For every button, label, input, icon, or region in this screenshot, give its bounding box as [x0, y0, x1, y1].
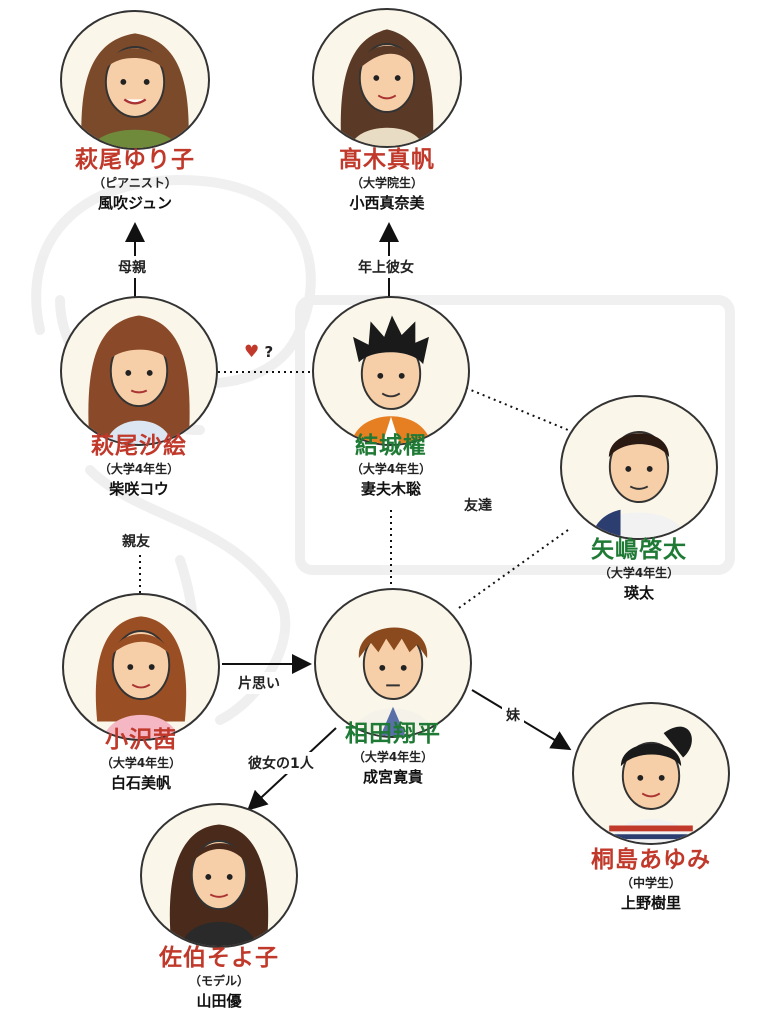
edge-label-older-girlfriend: 年上彼女 — [354, 256, 418, 278]
portrait-sae — [60, 296, 218, 446]
character-shohei: 相田翔平 （大学4年生） 成宮寛貴 — [293, 720, 493, 788]
edge-label-friends: 友達 — [460, 494, 496, 516]
portrait-ayumi — [572, 702, 730, 845]
character-hikaru: 結城櫂 （大学4年生） 妻夫木聡 — [291, 432, 491, 500]
portrait-keita — [560, 395, 718, 540]
character-soyoko: 佐伯そよ子 （モデル） 山田優 — [119, 944, 319, 1012]
character-akane: 小沢茜 （大学4年生） 白石美帆 — [41, 726, 241, 794]
character-name: 相田翔平 — [345, 721, 441, 747]
edge-label-sister: 妹 — [502, 704, 524, 726]
character-name: 桐島あゆみ — [591, 847, 711, 873]
character-role: （中学生） — [620, 876, 681, 890]
character-role: （大学4年生） — [352, 750, 434, 764]
character-role: （大学4年生） — [598, 566, 680, 580]
character-actor: 妻夫木聡 — [360, 480, 421, 498]
character-yuriko: 萩尾ゆり子 （ピアニスト） 風吹ジュン — [35, 146, 235, 214]
edge-label-mother: 母親 — [114, 256, 150, 278]
character-name: 矢嶋啓太 — [591, 537, 687, 563]
edge-label-unrequited: 片思い — [234, 672, 284, 694]
woman-avatar-icon — [340, 29, 434, 146]
edge-keita-shohei — [455, 529, 569, 611]
heart-question: ♥ ? — [244, 342, 273, 362]
portrait-yuriko — [60, 10, 210, 150]
character-actor: 上野樹里 — [620, 894, 681, 912]
character-keita: 矢嶋啓太 （大学4年生） 瑛太 — [539, 536, 739, 604]
portrait-soyoko — [140, 803, 298, 948]
character-name: 佐伯そよ子 — [159, 945, 279, 971]
man-avatar-icon — [591, 431, 687, 538]
character-maho: 髙木真帆 （大学院生） 小西真奈美 — [287, 146, 487, 214]
character-actor: 成宮寛貴 — [362, 768, 423, 786]
portrait-maho — [312, 8, 462, 148]
character-name: 髙木真帆 — [339, 147, 435, 173]
woman-avatar-icon — [169, 824, 269, 946]
woman-avatar-icon — [95, 616, 187, 739]
character-actor: 柴咲コウ — [109, 480, 169, 498]
character-role: （大学4年生） — [100, 756, 182, 770]
character-role: （大学4年生） — [98, 462, 180, 476]
man-avatar-icon — [351, 627, 435, 736]
character-role: （大学4年生） — [350, 462, 432, 476]
man-avatar-icon — [351, 315, 431, 444]
character-sae: 萩尾沙絵 （大学4年生） 柴咲コウ — [39, 432, 239, 500]
edge-label-best-friend: 親友 — [118, 530, 154, 552]
character-actor: 山田優 — [196, 992, 242, 1010]
character-actor: 瑛太 — [623, 584, 654, 602]
portrait-akane — [62, 593, 220, 741]
character-name: 萩尾沙絵 — [91, 433, 187, 459]
woman-avatar-icon — [81, 33, 189, 148]
character-actor: 風吹ジュン — [98, 194, 172, 212]
character-role: （ピアニスト） — [93, 176, 177, 190]
character-name: 萩尾ゆり子 — [75, 147, 195, 173]
character-name: 結城櫂 — [355, 433, 427, 459]
character-ayumi: 桐島あゆみ （中学生） 上野樹里 — [551, 846, 751, 914]
character-name: 小沢茜 — [105, 727, 177, 753]
character-role: （大学院生） — [350, 176, 423, 190]
love-question-label: ? — [264, 343, 274, 361]
character-actor: 白石美帆 — [110, 774, 171, 792]
woman-avatar-icon — [88, 315, 190, 444]
edge-label-one-of-girlfriends: 彼女の1人 — [244, 752, 318, 774]
portrait-shohei — [314, 588, 472, 738]
heart-icon: ♥ — [244, 342, 260, 362]
character-role: （モデル） — [188, 974, 249, 988]
character-actor: 小西真奈美 — [349, 194, 425, 212]
edge-hikaru-keita — [465, 387, 569, 431]
portrait-hikaru — [312, 296, 470, 446]
girl-avatar-icon — [609, 726, 693, 843]
